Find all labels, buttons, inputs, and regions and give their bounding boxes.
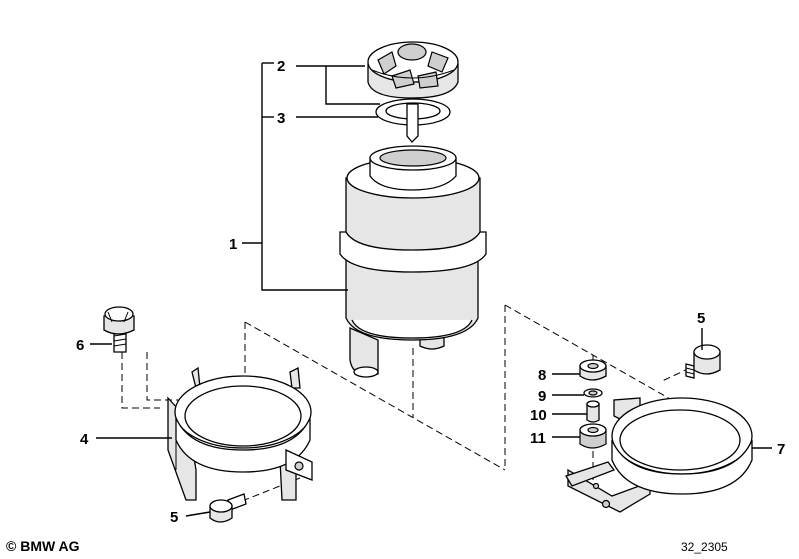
callout-10: 10 [530, 407, 547, 424]
bolt-5-bottom[interactable] [209, 493, 247, 523]
clamp-bracket-right[interactable] [565, 397, 753, 513]
reservoir-body[interactable] [339, 145, 487, 378]
copyright-label: © BMW AG [6, 538, 80, 554]
callout-5-bottom: 5 [170, 509, 178, 526]
callout-5-right: 5 [697, 310, 705, 327]
leader-lines [90, 62, 772, 517]
callout-7: 7 [777, 441, 785, 458]
callout-4: 4 [80, 431, 89, 448]
nut-8[interactable] [579, 359, 607, 381]
callout-1: 1 [229, 236, 237, 253]
bolt-6[interactable] [103, 306, 135, 353]
reservoir-cap[interactable] [367, 41, 459, 99]
clamp-bracket-left[interactable] [167, 366, 313, 501]
sleeve-10[interactable] [586, 400, 600, 423]
grommet-11[interactable] [579, 423, 607, 449]
washer-9[interactable] [583, 388, 603, 398]
callout-3: 3 [277, 110, 285, 127]
callout-8: 8 [538, 367, 546, 384]
callout-2: 2 [277, 58, 285, 75]
callout-9: 9 [538, 388, 546, 405]
seal-ring[interactable] [375, 98, 451, 143]
callout-6: 6 [76, 337, 84, 354]
bolt-5-right[interactable] [685, 344, 721, 379]
callout-labels: 1 2 3 4 5 5 6 7 8 9 10 11 [76, 58, 785, 526]
drawing-number: 32_2305 [681, 540, 728, 554]
callout-11: 11 [530, 430, 546, 447]
